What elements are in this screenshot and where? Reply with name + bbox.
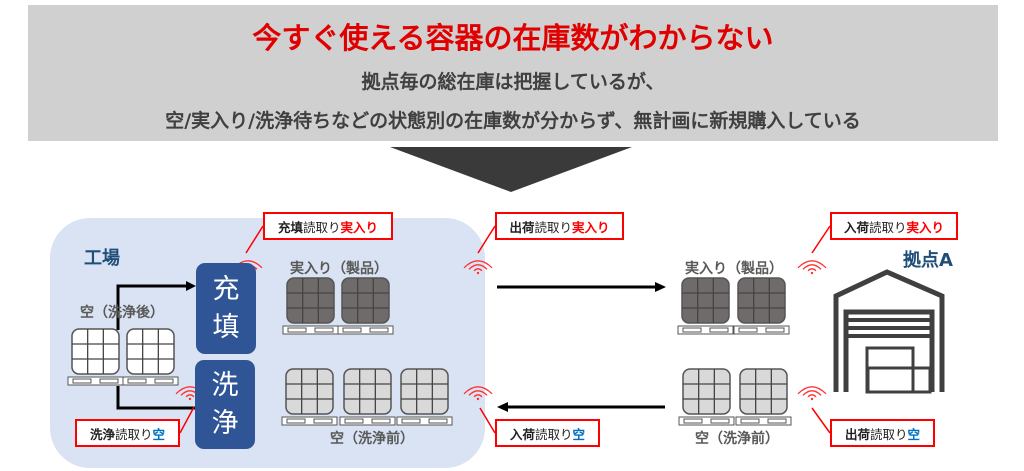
callout-receive-full: 入荷読取り実入り [830, 212, 958, 240]
callout-ship-empty: 出荷読取り空 [830, 419, 935, 447]
arrowhead [186, 281, 196, 291]
pallet-icon [396, 416, 453, 426]
pallet-icon [733, 325, 790, 335]
container-icon [71, 328, 120, 375]
container-icon [341, 277, 390, 324]
container-icon [285, 368, 334, 415]
container-icon [737, 277, 786, 324]
container-icon [400, 368, 449, 415]
wash-char: 浄 [211, 407, 239, 439]
empty-before-wash-label: 空（洗浄前） [330, 431, 414, 447]
flow-to-fill-arrow [116, 284, 188, 330]
arrowhead [497, 402, 508, 412]
rfid-signal-icon [463, 386, 493, 401]
fill-char: 填 [212, 311, 240, 343]
pallet-icon [339, 416, 396, 426]
arrowhead [655, 282, 666, 292]
site-a-label: 拠点A [903, 250, 953, 271]
empty-after-wash-label: 空（洗浄後） [80, 305, 164, 321]
site-full-label: 実入り（製品） [685, 261, 783, 277]
fill-char: 充 [212, 273, 240, 305]
container-icon [126, 328, 175, 375]
flow-to-wash-arrow [116, 386, 196, 410]
banner-line-2: 空/実入り/洗浄待ちなどの状態別の在庫数が分からず、無計画に新規購入している [165, 110, 861, 132]
callout-wash-read: 洗浄読取り空 [75, 419, 180, 447]
banner-line-1: 拠点毎の総在庫は把握しているが、 [361, 71, 665, 93]
container-icon [681, 277, 730, 324]
full-product-label: 実入り（製品） [290, 261, 388, 277]
rfid-signal-icon [797, 260, 827, 275]
callout-fill-read: 充填読取り実入り [263, 212, 393, 240]
rfid-signal-icon [463, 260, 493, 275]
pallet-icon [122, 376, 179, 386]
pallet-icon [678, 416, 735, 426]
down-arrow-icon [390, 147, 632, 192]
container-icon [343, 368, 392, 415]
wash-char: 洗 [211, 369, 239, 401]
callout-ship-full: 出荷読取り実入り [495, 212, 624, 240]
pallet-icon [735, 416, 792, 426]
fill-process-box: 充填 [196, 263, 256, 354]
warehouse-icon [833, 269, 945, 392]
wash-process-box: 洗浄 [195, 360, 255, 449]
container-icon [682, 368, 731, 415]
pallet-icon [67, 376, 124, 386]
container-icon [739, 368, 788, 415]
rfid-signal-icon [797, 386, 827, 401]
warehouse-details [846, 318, 932, 394]
pallet-icon [281, 416, 338, 426]
pallet-icon [677, 325, 734, 335]
callout-receive-empty: 入荷読取り空 [495, 419, 600, 447]
site-empty-label: 空（洗浄前） [695, 431, 779, 447]
pallet-icon [337, 325, 394, 335]
banner-title: 今すぐ使える容器の在庫数がわからない [252, 21, 774, 55]
pallet-icon [282, 325, 339, 335]
container-icon [286, 277, 335, 324]
factory-label: 工場 [84, 248, 120, 269]
problem-banner: 今すぐ使える容器の在庫数がわからない 拠点毎の総在庫は把握しているが、 空/実入… [28, 5, 998, 141]
